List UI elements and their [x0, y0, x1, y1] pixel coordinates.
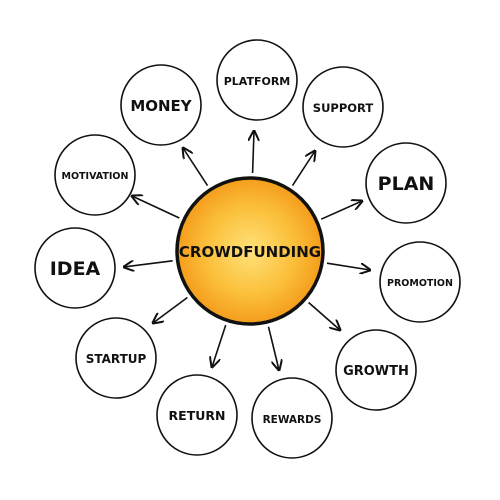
arrow-to-platform	[253, 131, 254, 174]
node-circle	[54, 134, 136, 216]
center-label: CROWDFUNDING	[179, 243, 321, 261]
node-startup: STARTUP	[75, 317, 157, 399]
node-label: MOTIVATION	[62, 171, 129, 182]
node-label: RETURN	[169, 408, 226, 423]
node-return: RETURN	[156, 374, 238, 456]
arrow-to-promotion	[326, 262, 370, 270]
node-label: MONEY	[130, 97, 192, 115]
node-growth: GROWTH	[335, 329, 417, 411]
arrow-to-startup	[153, 296, 188, 324]
arrow-to-rewards	[267, 326, 280, 370]
node-support: SUPPORT	[302, 66, 384, 148]
node-circle	[34, 227, 116, 309]
node-label: PLAN	[378, 173, 435, 195]
arrow-to-growth	[308, 301, 340, 331]
node-label: PLATFORM	[224, 75, 291, 88]
node-circle	[251, 377, 333, 459]
node-money: MONEY	[120, 64, 202, 146]
node-rewards: REWARDS	[251, 377, 333, 459]
node-circle	[379, 241, 461, 323]
node-label: SUPPORT	[313, 101, 374, 115]
center-circle	[175, 176, 325, 326]
node-circle	[216, 39, 298, 121]
node-platform: PLATFORM	[216, 39, 298, 121]
node-circle	[75, 317, 157, 399]
arrow-to-return	[212, 324, 227, 367]
node-promotion: PROMOTION	[379, 241, 461, 323]
arrow-to-money	[183, 148, 209, 187]
node-motivation: MOTIVATION	[54, 134, 136, 216]
arrow-to-support	[291, 151, 316, 187]
node-label: REWARDS	[263, 414, 322, 426]
node-circle	[302, 66, 384, 148]
arrow-to-idea	[124, 260, 173, 267]
node-circle	[335, 329, 417, 411]
node-plan: PLAN	[365, 142, 447, 224]
arrow-to-motivation	[132, 196, 180, 219]
node-label: IDEA	[50, 258, 101, 280]
node-label: GROWTH	[343, 364, 409, 379]
arrow-to-plan	[320, 201, 362, 220]
node-label: STARTUP	[86, 352, 147, 366]
node-circle	[156, 374, 238, 456]
node-label: PROMOTION	[387, 278, 453, 289]
node-idea: IDEA	[34, 227, 116, 309]
node-circle	[120, 64, 202, 146]
center-node: CROWDFUNDING	[175, 176, 325, 326]
arrows-layer	[124, 131, 370, 370]
node-circle	[365, 142, 447, 224]
